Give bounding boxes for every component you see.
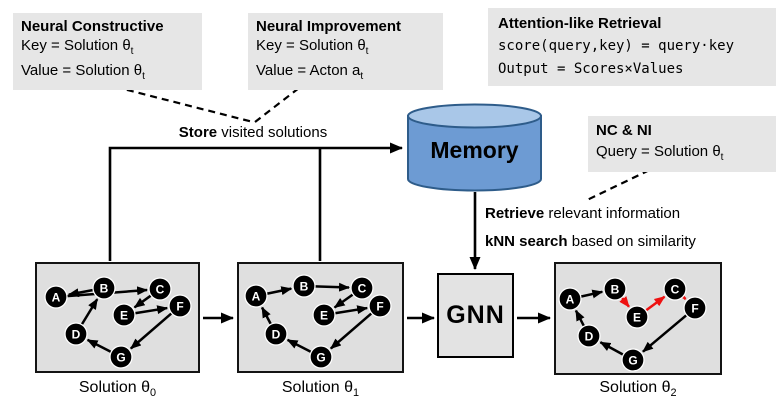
annotation-title: NC & NI bbox=[596, 122, 652, 139]
knn-search-label: kNN search based on similarity bbox=[485, 233, 696, 250]
graph-node-E bbox=[625, 305, 649, 329]
graph-node-G bbox=[621, 348, 645, 372]
graph-node-D bbox=[64, 322, 88, 346]
solution1-graph-box: A B C D E F G bbox=[237, 262, 404, 373]
graph-node-F bbox=[368, 294, 392, 318]
graph-node-label-D: D bbox=[72, 327, 81, 341]
annotation-neural-improvement: Neural Improvement Key = Solution θt Val… bbox=[248, 13, 443, 90]
graph-edge-F-G bbox=[130, 312, 173, 350]
graph-edge-E-F bbox=[134, 305, 169, 315]
graph-edge-B-A bbox=[67, 288, 94, 298]
graph-node-D bbox=[264, 322, 288, 346]
gnn-box: GNN bbox=[437, 273, 514, 358]
annotation-line: Key = Solution θt bbox=[256, 37, 369, 57]
annotation-attention-retrieval: Attention-like Retrieval score(query,key… bbox=[488, 8, 776, 86]
memory-cylinder-icon bbox=[407, 103, 542, 192]
solution2-label: Solution θ2 bbox=[599, 379, 677, 400]
graph-edge-A-B bbox=[580, 289, 604, 299]
graph-node-label-C: C bbox=[671, 282, 680, 296]
annotation-line: Value = Solution θt bbox=[21, 62, 145, 82]
annotation-formula: score(query,key) = query·key bbox=[498, 38, 735, 54]
graph-node-A bbox=[44, 285, 68, 309]
graph-node-C bbox=[663, 277, 687, 301]
retrieve-information-label: Retrieve relevant information bbox=[485, 205, 681, 222]
graph-node-B bbox=[603, 277, 627, 301]
graph-node-label-C: C bbox=[358, 281, 367, 295]
graph-node-label-G: G bbox=[116, 350, 125, 364]
graph-node-label-A: A bbox=[252, 289, 261, 303]
graph-node-D bbox=[577, 324, 601, 348]
graph-node-label-F: F bbox=[691, 301, 698, 315]
annotation-formula: Output = Scores×Values bbox=[498, 61, 684, 77]
annotation-line: Value = Acton at bbox=[256, 62, 364, 82]
graph-edge-C-E bbox=[133, 294, 152, 309]
graph-node-A bbox=[558, 287, 582, 311]
graph-node-label-D: D bbox=[585, 329, 594, 343]
graph-node-label-C: C bbox=[156, 282, 165, 296]
graph-node-label-F: F bbox=[176, 299, 183, 313]
graph-node-label-G: G bbox=[628, 353, 637, 367]
graph-node-label-B: B bbox=[100, 281, 109, 295]
graph-node-B bbox=[92, 276, 116, 300]
graph-edge-A-B bbox=[266, 286, 293, 296]
graph-node-label-E: E bbox=[633, 310, 641, 324]
store-visited-solutions-label: Store visited solutions bbox=[178, 124, 328, 141]
gnn-label: GNN bbox=[446, 301, 505, 329]
graph-node-G bbox=[309, 345, 333, 369]
graph-edge-E-F bbox=[334, 305, 369, 315]
memory-label: Memory bbox=[430, 137, 519, 163]
graph-edge-G-D bbox=[86, 338, 112, 354]
graph-node-E bbox=[312, 303, 336, 327]
annotation-line: Key = Solution θt bbox=[21, 37, 134, 57]
graph-node-label-A: A bbox=[566, 292, 575, 306]
solution0-label: Solution θ0 bbox=[78, 379, 157, 400]
graph-node-label-G: G bbox=[316, 350, 325, 364]
graph-node-label-F: F bbox=[376, 299, 383, 313]
graph-edge-D-A bbox=[260, 306, 272, 325]
solution0-graph-box: A B C D E F G bbox=[35, 262, 200, 373]
graph-node-label-A: A bbox=[52, 290, 61, 304]
solution1-label: Solution θ1 bbox=[281, 379, 360, 400]
graph-edge-C-E bbox=[333, 293, 354, 309]
solution0-graph: A B C D E F G bbox=[44, 276, 192, 369]
graph-edge-B-E bbox=[619, 296, 630, 308]
graph-edge-F-G bbox=[642, 314, 688, 353]
graph-edge-G-D bbox=[599, 341, 624, 356]
graph-node-E bbox=[112, 303, 136, 327]
graph-edge-B-C bbox=[314, 282, 351, 292]
graph-node-label-D: D bbox=[272, 327, 281, 341]
annotation-neural-constructive: Neural Constructive Key = Solution θt Va… bbox=[13, 13, 202, 90]
annotation-title: Neural Constructive bbox=[21, 18, 164, 35]
store-arrow bbox=[108, 142, 403, 261]
graph-node-G bbox=[109, 345, 133, 369]
graph-node-F bbox=[683, 296, 707, 320]
graph-node-C bbox=[350, 276, 374, 300]
solution1-graph: A B C D E F G bbox=[244, 274, 392, 369]
annotation-title: Attention-like Retrieval bbox=[498, 15, 662, 32]
graph-node-label-E: E bbox=[120, 308, 128, 322]
graph-node-A bbox=[244, 284, 268, 308]
graph-edge-E-C bbox=[645, 295, 666, 312]
annotation-title: Neural Improvement bbox=[256, 18, 402, 35]
graph-edge-G-D bbox=[286, 338, 312, 354]
graph-node-C bbox=[148, 277, 172, 301]
graph-node-label-E: E bbox=[320, 308, 328, 322]
graph-node-label-B: B bbox=[300, 279, 309, 293]
graph-node-label-B: B bbox=[611, 282, 620, 296]
graph-node-B bbox=[292, 274, 316, 298]
solution2-graph-box: A B C D E F G bbox=[554, 262, 722, 375]
graph-edge-D-B bbox=[80, 298, 99, 326]
graph-edge-D-A bbox=[574, 309, 586, 327]
annotation-nc-ni: NC & NI Query = Solution θt bbox=[588, 116, 776, 172]
solution2-graph: A B C D E F G bbox=[558, 277, 707, 372]
graph-edge-F-G bbox=[330, 312, 373, 350]
graph-node-F bbox=[168, 294, 192, 318]
annotation-line: Query = Solution θt bbox=[596, 143, 724, 163]
